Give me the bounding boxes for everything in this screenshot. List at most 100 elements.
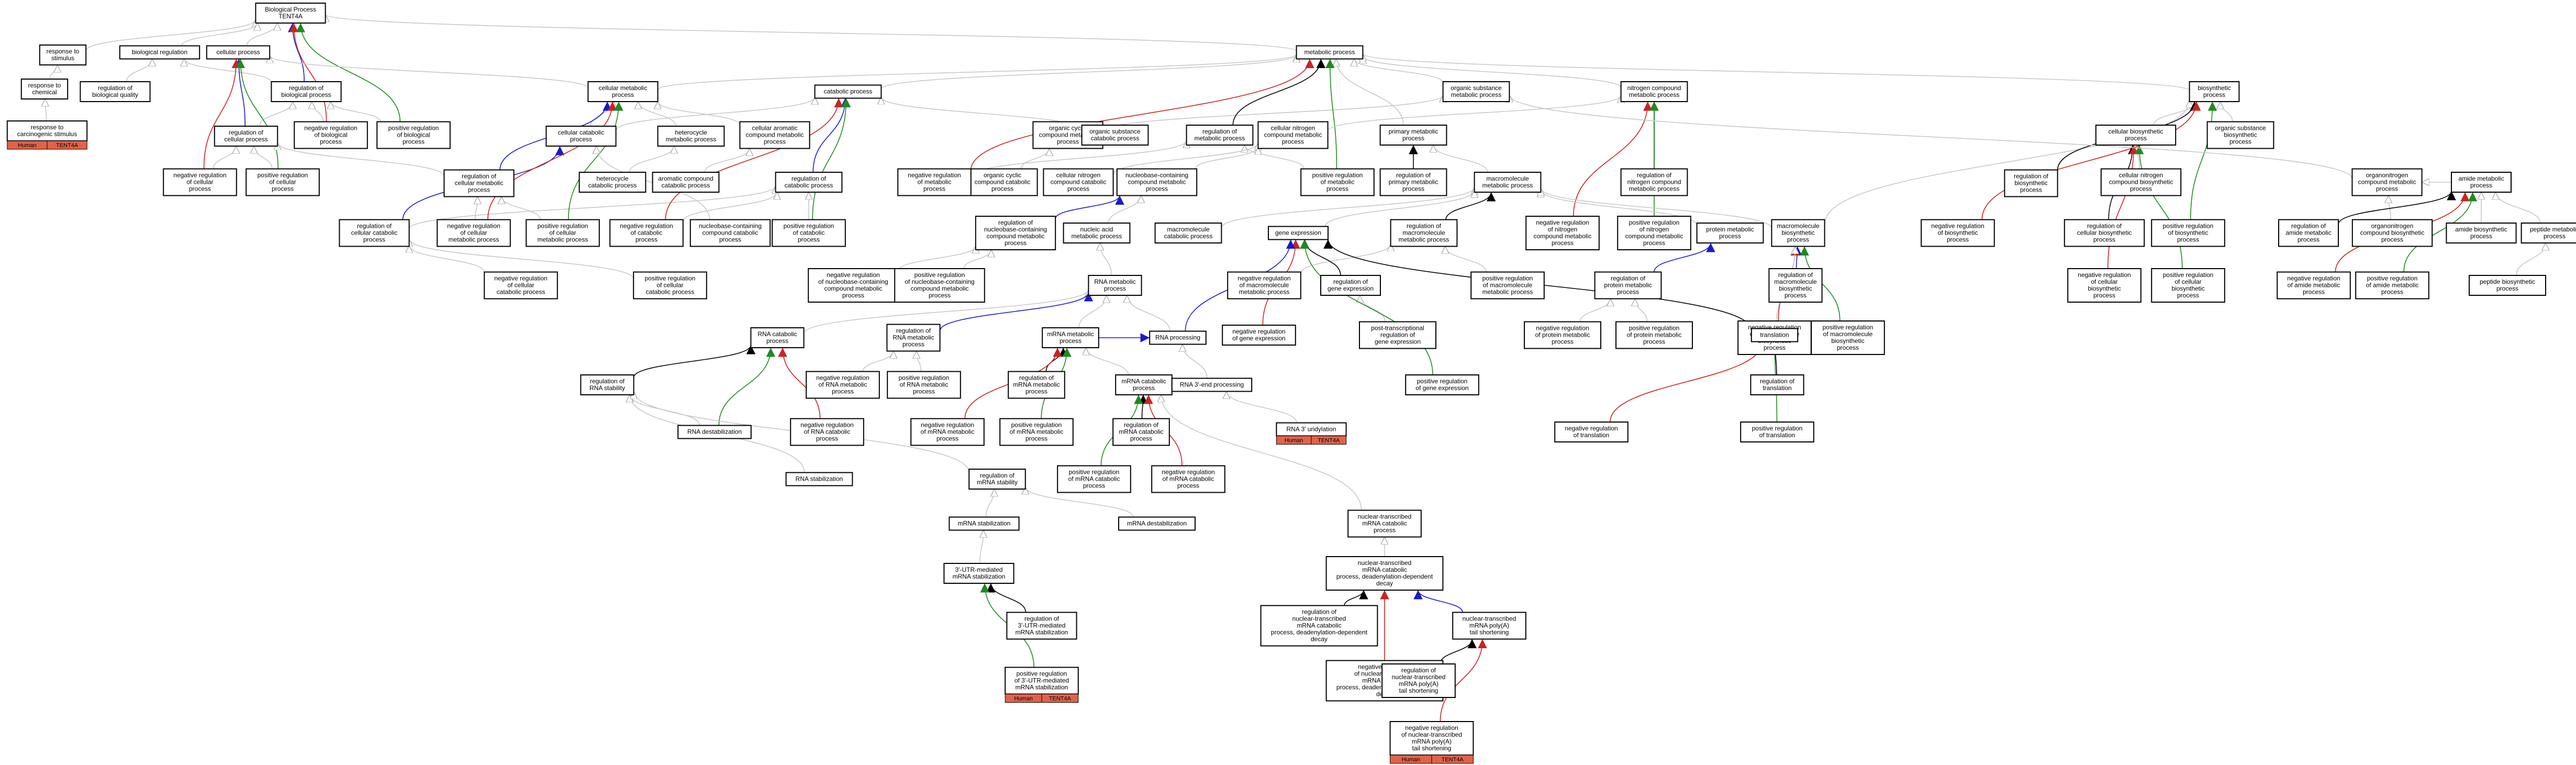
go-term-met[interactable]: metabolic process <box>1296 45 1364 60</box>
go-term-gene-expr[interactable]: gene expression <box>1268 226 1329 240</box>
go-term-mrna-destab[interactable]: mRNA destabilization <box>1118 516 1196 531</box>
go-term-rna-stab[interactable]: RNA stabilization <box>785 472 853 486</box>
go-term-catab[interactable]: catabolic process <box>814 84 882 99</box>
go-term-rna-3end[interactable]: RNA 3'-end processing <box>1171 378 1253 392</box>
go-term-rna-processing[interactable]: RNA processing <box>1149 330 1207 345</box>
go-term-translation[interactable]: translation <box>1750 328 1799 342</box>
go-term-mrna-stab[interactable]: mRNA stabilization <box>949 516 1020 531</box>
go-term-reg-nuc-met[interactable]: regulation ofnucleobase-containingcompou… <box>975 216 1056 250</box>
go-term-cell-proc[interactable]: cellular process <box>206 45 271 60</box>
